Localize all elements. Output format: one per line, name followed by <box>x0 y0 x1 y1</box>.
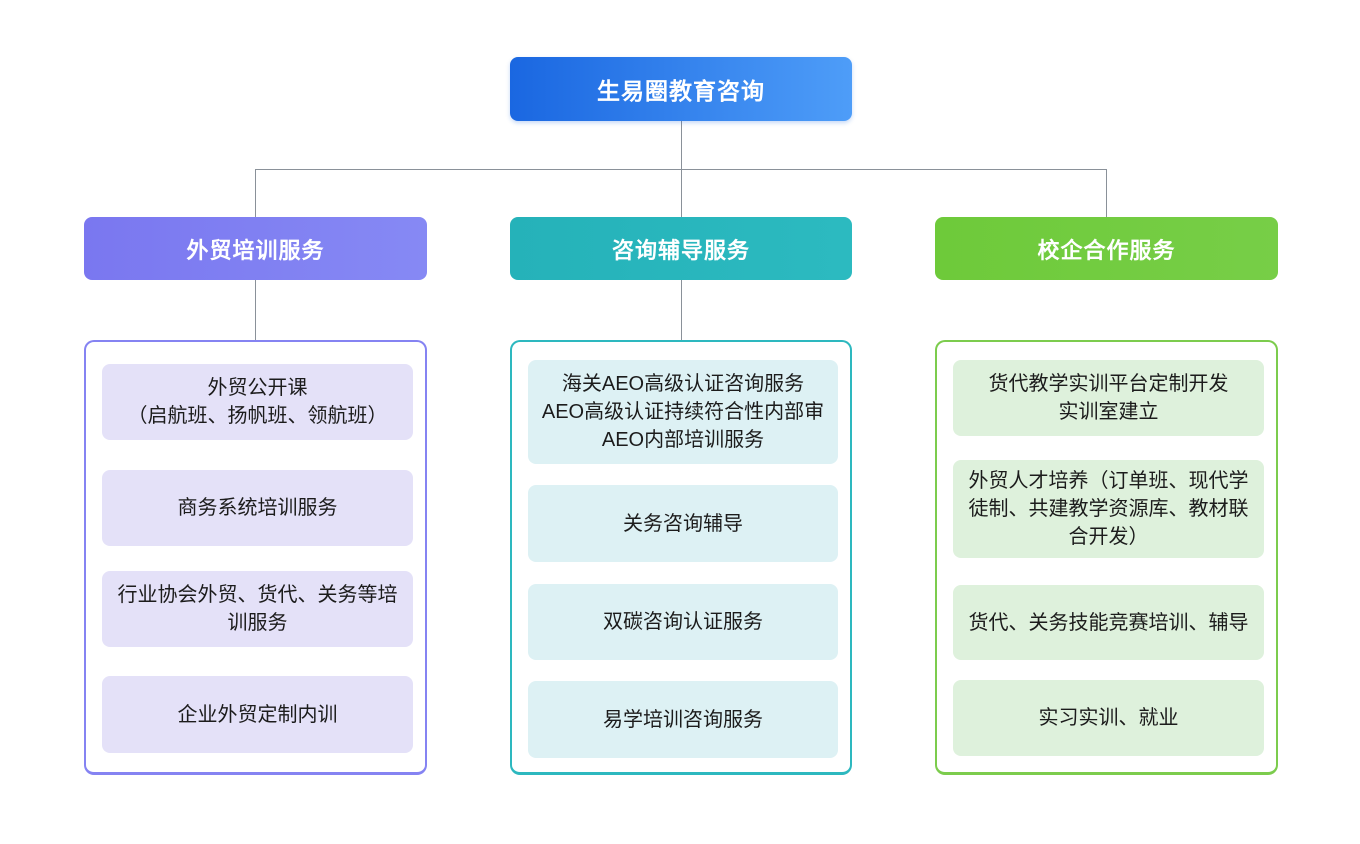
service-item: 货代教学实训平台定制开发 实训室建立 <box>953 360 1264 436</box>
branch-header-school-enterprise-cooperation: 校企合作服务 <box>935 217 1278 280</box>
branch-header-label: 校企合作服务 <box>1037 237 1176 263</box>
connector-line <box>255 280 256 340</box>
branch-header-label: 咨询辅导服务 <box>611 237 750 263</box>
branch-container-foreign-trade-training: 外贸公开课 （启航班、扬帆班、领航班） 商务系统培训服务 行业协会外贸、货代、关… <box>84 340 427 775</box>
connector-line <box>681 169 682 217</box>
service-item: 海关AEO高级认证咨询服务 AEO高级认证持续符合性内部审 AEO内部培训服务 <box>528 360 838 464</box>
service-item: 行业协会外贸、货代、关务等培训服务 <box>102 571 413 647</box>
branch-container-consulting-coaching: 海关AEO高级认证咨询服务 AEO高级认证持续符合性内部审 AEO内部培训服务 … <box>510 340 852 775</box>
service-item: 实习实训、就业 <box>953 680 1264 756</box>
service-item: 外贸公开课 （启航班、扬帆班、领航班） <box>102 364 413 440</box>
service-item: 双碳咨询认证服务 <box>528 584 838 660</box>
connector-line <box>255 169 256 217</box>
connector-line <box>681 121 682 169</box>
root-node: 生易圈教育咨询 <box>510 57 852 121</box>
branch-header-consulting-coaching: 咨询辅导服务 <box>510 217 852 280</box>
root-node-label: 生易圈教育咨询 <box>597 78 765 104</box>
connector-line <box>681 280 682 340</box>
connector-line <box>1106 169 1107 217</box>
branch-header-foreign-trade-training: 外贸培训服务 <box>84 217 427 280</box>
service-item: 货代、关务技能竞赛培训、辅导 <box>953 585 1264 660</box>
service-item: 商务系统培训服务 <box>102 470 413 546</box>
service-item: 外贸人才培养（订单班、现代学徒制、共建教学资源库、教材联合开发） <box>953 460 1264 558</box>
service-item: 关务咨询辅导 <box>528 485 838 562</box>
service-item: 企业外贸定制内训 <box>102 676 413 753</box>
service-item: 易学培训咨询服务 <box>528 681 838 758</box>
branch-header-label: 外贸培训服务 <box>186 237 325 263</box>
branch-container-school-enterprise-cooperation: 货代教学实训平台定制开发 实训室建立 外贸人才培养（订单班、现代学徒制、共建教学… <box>935 340 1278 775</box>
